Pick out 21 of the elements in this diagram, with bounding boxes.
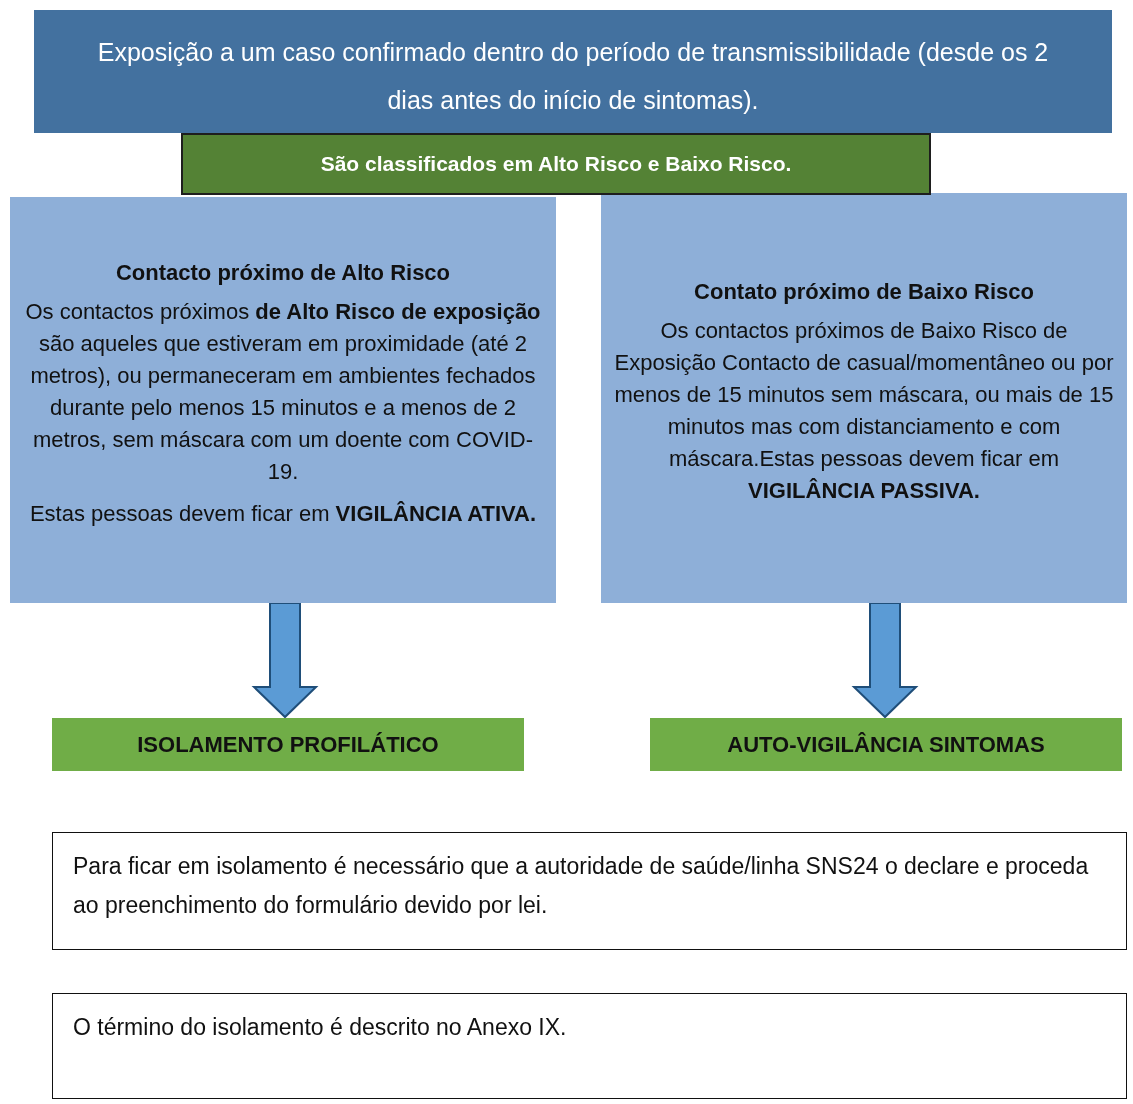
- classification-banner: [181, 133, 931, 195]
- panel-text: Estas pessoas devem ficar em VIGILÂNCIA ATIVA.: [29, 500, 537, 528]
- panel-heading: Contato próximo de Baixo Risco: [694, 279, 1034, 305]
- header-box: [34, 10, 1112, 133]
- panel-text: Os contactos próximos de Alto Risco de exposição são aqueles que estiveram em proximidade (até 2 metros), ou permaneceram em ambientes fechados durante pelo menos 15 minutos e a menos de 2 metros, sem máscara com um doente com COVID-19.: [24, 298, 542, 486]
- block-arrow: [851, 602, 919, 719]
- panel-heading: Contacto próximo de Alto Risco: [115, 260, 451, 286]
- block-arrow: [251, 602, 319, 719]
- outcome-label: ISOLAMENTO PROFILÁTICO: [137, 731, 439, 758]
- banner-text: São classificados em Alto Risco e Baixo Risco.: [320, 152, 792, 176]
- note-box: [52, 832, 1127, 950]
- note-box: [52, 993, 1127, 1099]
- outcome-box: [52, 718, 524, 771]
- note-text: O término do isolamento é descrito no Anexo IX.: [73, 1013, 568, 1042]
- risk-panel: [10, 197, 556, 603]
- outcome-box: [650, 718, 1122, 771]
- risk-panel: [601, 193, 1127, 603]
- panel-text: Os contactos próximos de Baixo Risco de Exposição Contacto de casual/momentâneo ou por menos de 15 minutos sem máscara, ou mais de 15 minutos mas com distanciamento e com máscara.Estas pessoas devem ficar em VIGILÂNCIA PASSIVA.: [613, 317, 1115, 505]
- header-text: Exposição a um caso confirmado dentro do período de transmissibilidade (desde os 2 dias antes do início de sintomas).: [96, 37, 1050, 116]
- outcome-label: AUTO-VIGILÂNCIA SINTOMAS: [727, 731, 1045, 758]
- note-text: Para ficar em isolamento é necessário que a autoridade de saúde/linha SNS24 o declare e proceda ao preenchimento do formulário devido por lei.: [73, 852, 1090, 920]
